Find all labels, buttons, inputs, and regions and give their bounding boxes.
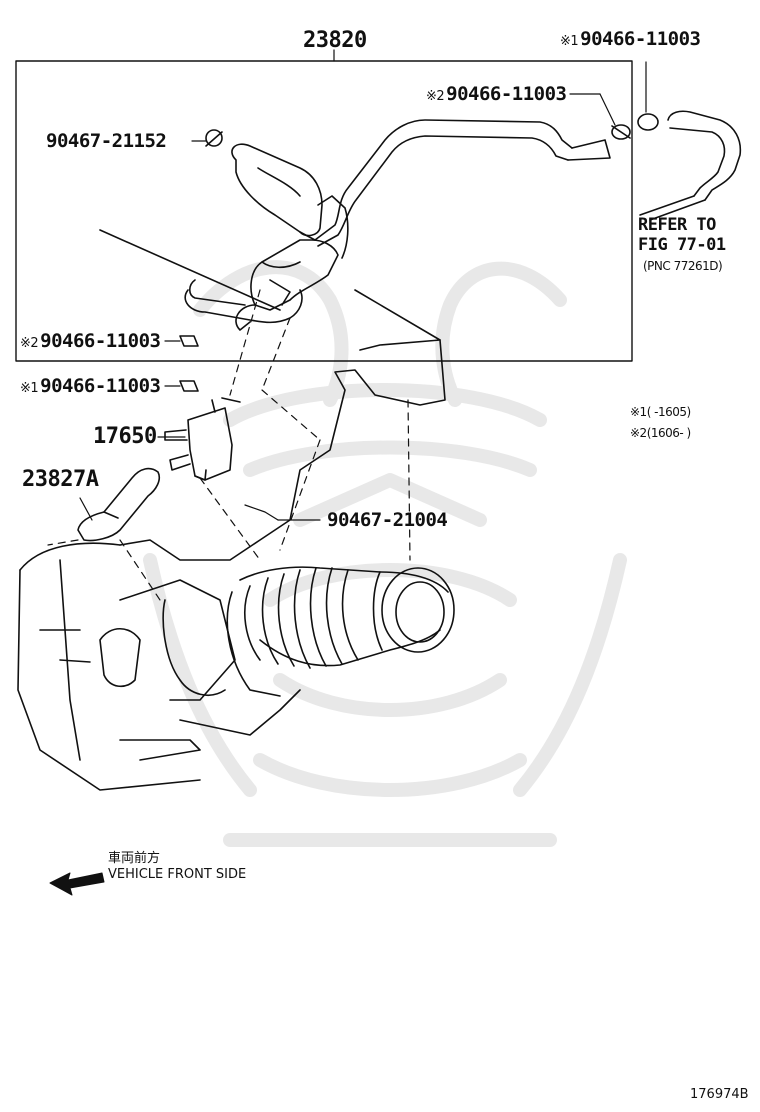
direction-japanese: 車両前方 [108, 851, 161, 866]
vsv-valve-17650 [157, 397, 241, 481]
note-mark-2: ※2(1606- ) [630, 426, 691, 440]
assembly-box-23820 [15, 60, 633, 362]
samurai-helmet-watermark-icon [143, 260, 627, 847]
refer-line-3: (PNC 77261D) [643, 259, 723, 273]
hose-assembly-23820 [184, 119, 631, 331]
label-17650: 17650 [93, 424, 157, 449]
refer-line-1: REFER TO [638, 215, 716, 235]
label-90467-21152: 90467-21152 [46, 130, 167, 152]
dashed-guides [47, 289, 411, 601]
direction-english: VEHICLE FRONT SIDE [108, 867, 247, 882]
note-mark-1: ※1( -1605) [630, 405, 691, 419]
label-23827A: 23827A [22, 467, 99, 492]
label-90467-21004: 90467-21004 [327, 509, 448, 531]
arrow-left-icon [49, 872, 105, 896]
mark-1: ※1 [560, 34, 579, 49]
figure-number: 176974B [690, 1087, 749, 1102]
hose-right-refer [637, 61, 742, 221]
hose-23827A [77, 467, 161, 542]
mark-2: ※2 [426, 89, 445, 104]
intake-hose [226, 566, 455, 697]
intake-body [17, 229, 446, 791]
label-23820: 23820 [303, 28, 367, 53]
refer-line-2: FIG 77-01 [638, 235, 726, 255]
